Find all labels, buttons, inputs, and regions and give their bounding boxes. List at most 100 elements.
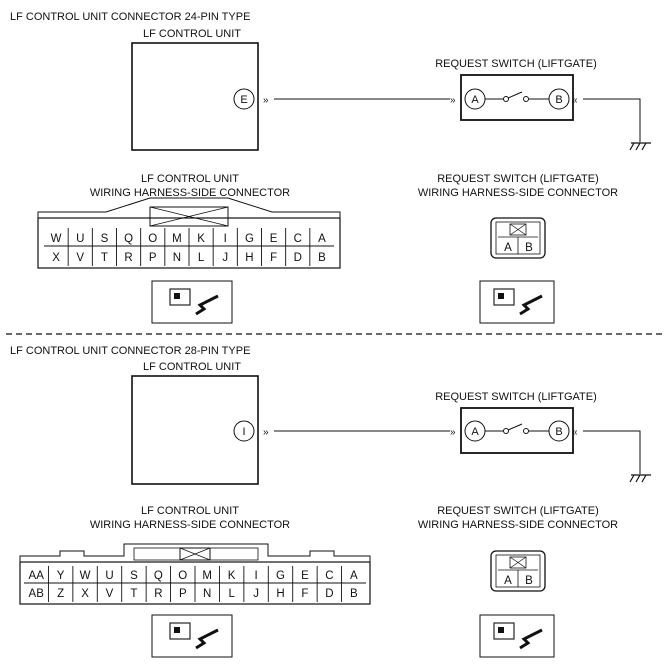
sw-connector-label: REQUEST SWITCH (LIFTGATE): [437, 173, 599, 185]
connector-pin: W: [80, 570, 91, 582]
unit-terminal: [233, 88, 255, 110]
switch-pin: A: [504, 242, 512, 254]
connector-pin: AB: [29, 588, 45, 600]
connector-pin: R: [124, 252, 132, 264]
lf-connector-label: LF CONTROL UNIT: [141, 505, 239, 517]
switch-pin: B: [525, 575, 533, 587]
connector-pin: H: [276, 588, 284, 600]
section-28-pin: LF CONTROL UNIT CONNECTOR 28-PIN TYPE LF…: [10, 345, 651, 658]
request-switch-box: [460, 407, 574, 454]
connector-pin: D: [325, 588, 333, 600]
connector-pin: K: [197, 233, 205, 245]
connector-pin: U: [105, 570, 113, 582]
ground-wire: [583, 430, 641, 474]
connector-pin: E: [301, 570, 309, 582]
connector-pin: T: [130, 588, 137, 600]
connector-pin: M: [202, 570, 212, 582]
connector-view-arrow-icon: [151, 614, 233, 658]
connector-pin: U: [76, 233, 84, 245]
switch-label: REQUEST SWITCH (LIFTGATE): [435, 58, 597, 70]
connector-view-arrow-icon: [479, 280, 555, 324]
connector-pin: C: [294, 233, 302, 245]
unit-label: LF CONTROL UNIT: [143, 361, 241, 373]
connector-pin: C: [325, 570, 333, 582]
connector-pin: AA: [29, 570, 45, 582]
lf-connector-label: LF CONTROL UNIT: [141, 173, 239, 185]
ground-wire: [583, 98, 641, 142]
switch-pin: B: [525, 242, 533, 254]
connector-chevron-icon: »: [450, 427, 456, 438]
switch-contact-icon: [485, 91, 549, 102]
connector-pin: N: [203, 588, 211, 600]
switch-terminal-b-label: B: [555, 94, 562, 106]
switch-contact-icon: [485, 423, 549, 434]
connector-pin: P: [179, 588, 187, 600]
connector-pin: X: [81, 588, 89, 600]
switch-terminal-b-label: B: [555, 426, 562, 438]
connector-pin: V: [76, 252, 84, 264]
connector-pin: L: [228, 588, 235, 600]
connector-pin: J: [222, 252, 228, 264]
connector-pin: F: [301, 588, 308, 600]
connector-pin: N: [173, 252, 181, 264]
connector-lock-icon: [149, 206, 229, 227]
connector-pin: P: [149, 252, 157, 264]
connector-lock-icon: [509, 223, 527, 236]
connector-pin: E: [270, 233, 278, 245]
connector-pin: F: [270, 252, 277, 264]
connector-pin: T: [101, 252, 108, 264]
connector-pin: A: [350, 570, 358, 582]
switch-connector: A B: [490, 550, 546, 592]
connector-pin: M: [172, 233, 182, 245]
unit-terminal-label: I: [242, 426, 245, 438]
sw-connector-label: WIRING HARNESS-SIDE CONNECTOR: [418, 187, 618, 199]
connector-pin: Z: [57, 588, 64, 600]
connector-lock-icon: [179, 547, 211, 561]
connector-chevron-icon: »: [263, 427, 269, 438]
connector-chevron-icon: «: [572, 427, 578, 438]
connector-pin: Q: [124, 233, 133, 245]
unit-label: LF CONTROL UNIT: [143, 28, 241, 40]
switch-terminal-a-label: A: [471, 426, 479, 438]
connector-pin: O: [148, 233, 157, 245]
connector-pin: S: [130, 570, 138, 582]
connector-chevron-icon: «: [572, 95, 578, 106]
connector-pin: G: [276, 570, 285, 582]
connector-pin: S: [101, 233, 109, 245]
connector-view-arrow-icon: [151, 280, 233, 324]
connector-pin: D: [294, 252, 302, 264]
lf-control-unit-box: [131, 42, 259, 151]
connector-pin: O: [178, 570, 187, 582]
lf-connector-label: WIRING HARNESS-SIDE CONNECTOR: [90, 187, 290, 199]
connector-pin: H: [245, 252, 253, 264]
connector-pin: B: [350, 588, 358, 600]
unit-terminal-label: E: [240, 94, 247, 106]
request-switch-box: [460, 74, 574, 121]
connector-pin: Y: [57, 570, 65, 582]
switch-connector: A B: [490, 217, 546, 259]
section-24-pin: LF CONTROL UNIT CONNECTOR 24-PIN TYPE LF…: [10, 11, 651, 324]
connector-pin: W: [51, 233, 62, 245]
connector-view-arrow-icon: [479, 614, 555, 658]
connector-pin: G: [245, 233, 254, 245]
connector-pin: B: [318, 252, 326, 264]
section-title: LF CONTROL UNIT CONNECTOR 28-PIN TYPE: [10, 345, 250, 357]
connector-pin: R: [154, 588, 162, 600]
connector-pin: L: [198, 252, 205, 264]
connector-pin: K: [228, 570, 236, 582]
switch-label: REQUEST SWITCH (LIFTGATE): [435, 391, 597, 403]
section-title: LF CONTROL UNIT CONNECTOR 24-PIN TYPE: [10, 11, 250, 23]
switch-terminal-a-label: A: [471, 94, 479, 106]
connector-pin: V: [106, 588, 114, 600]
switch-pin: A: [504, 575, 512, 587]
sw-connector-label: WIRING HARNESS-SIDE CONNECTOR: [418, 519, 618, 531]
ground-icon: [629, 474, 651, 483]
lf-connector-label: WIRING HARNESS-SIDE CONNECTOR: [90, 519, 290, 531]
